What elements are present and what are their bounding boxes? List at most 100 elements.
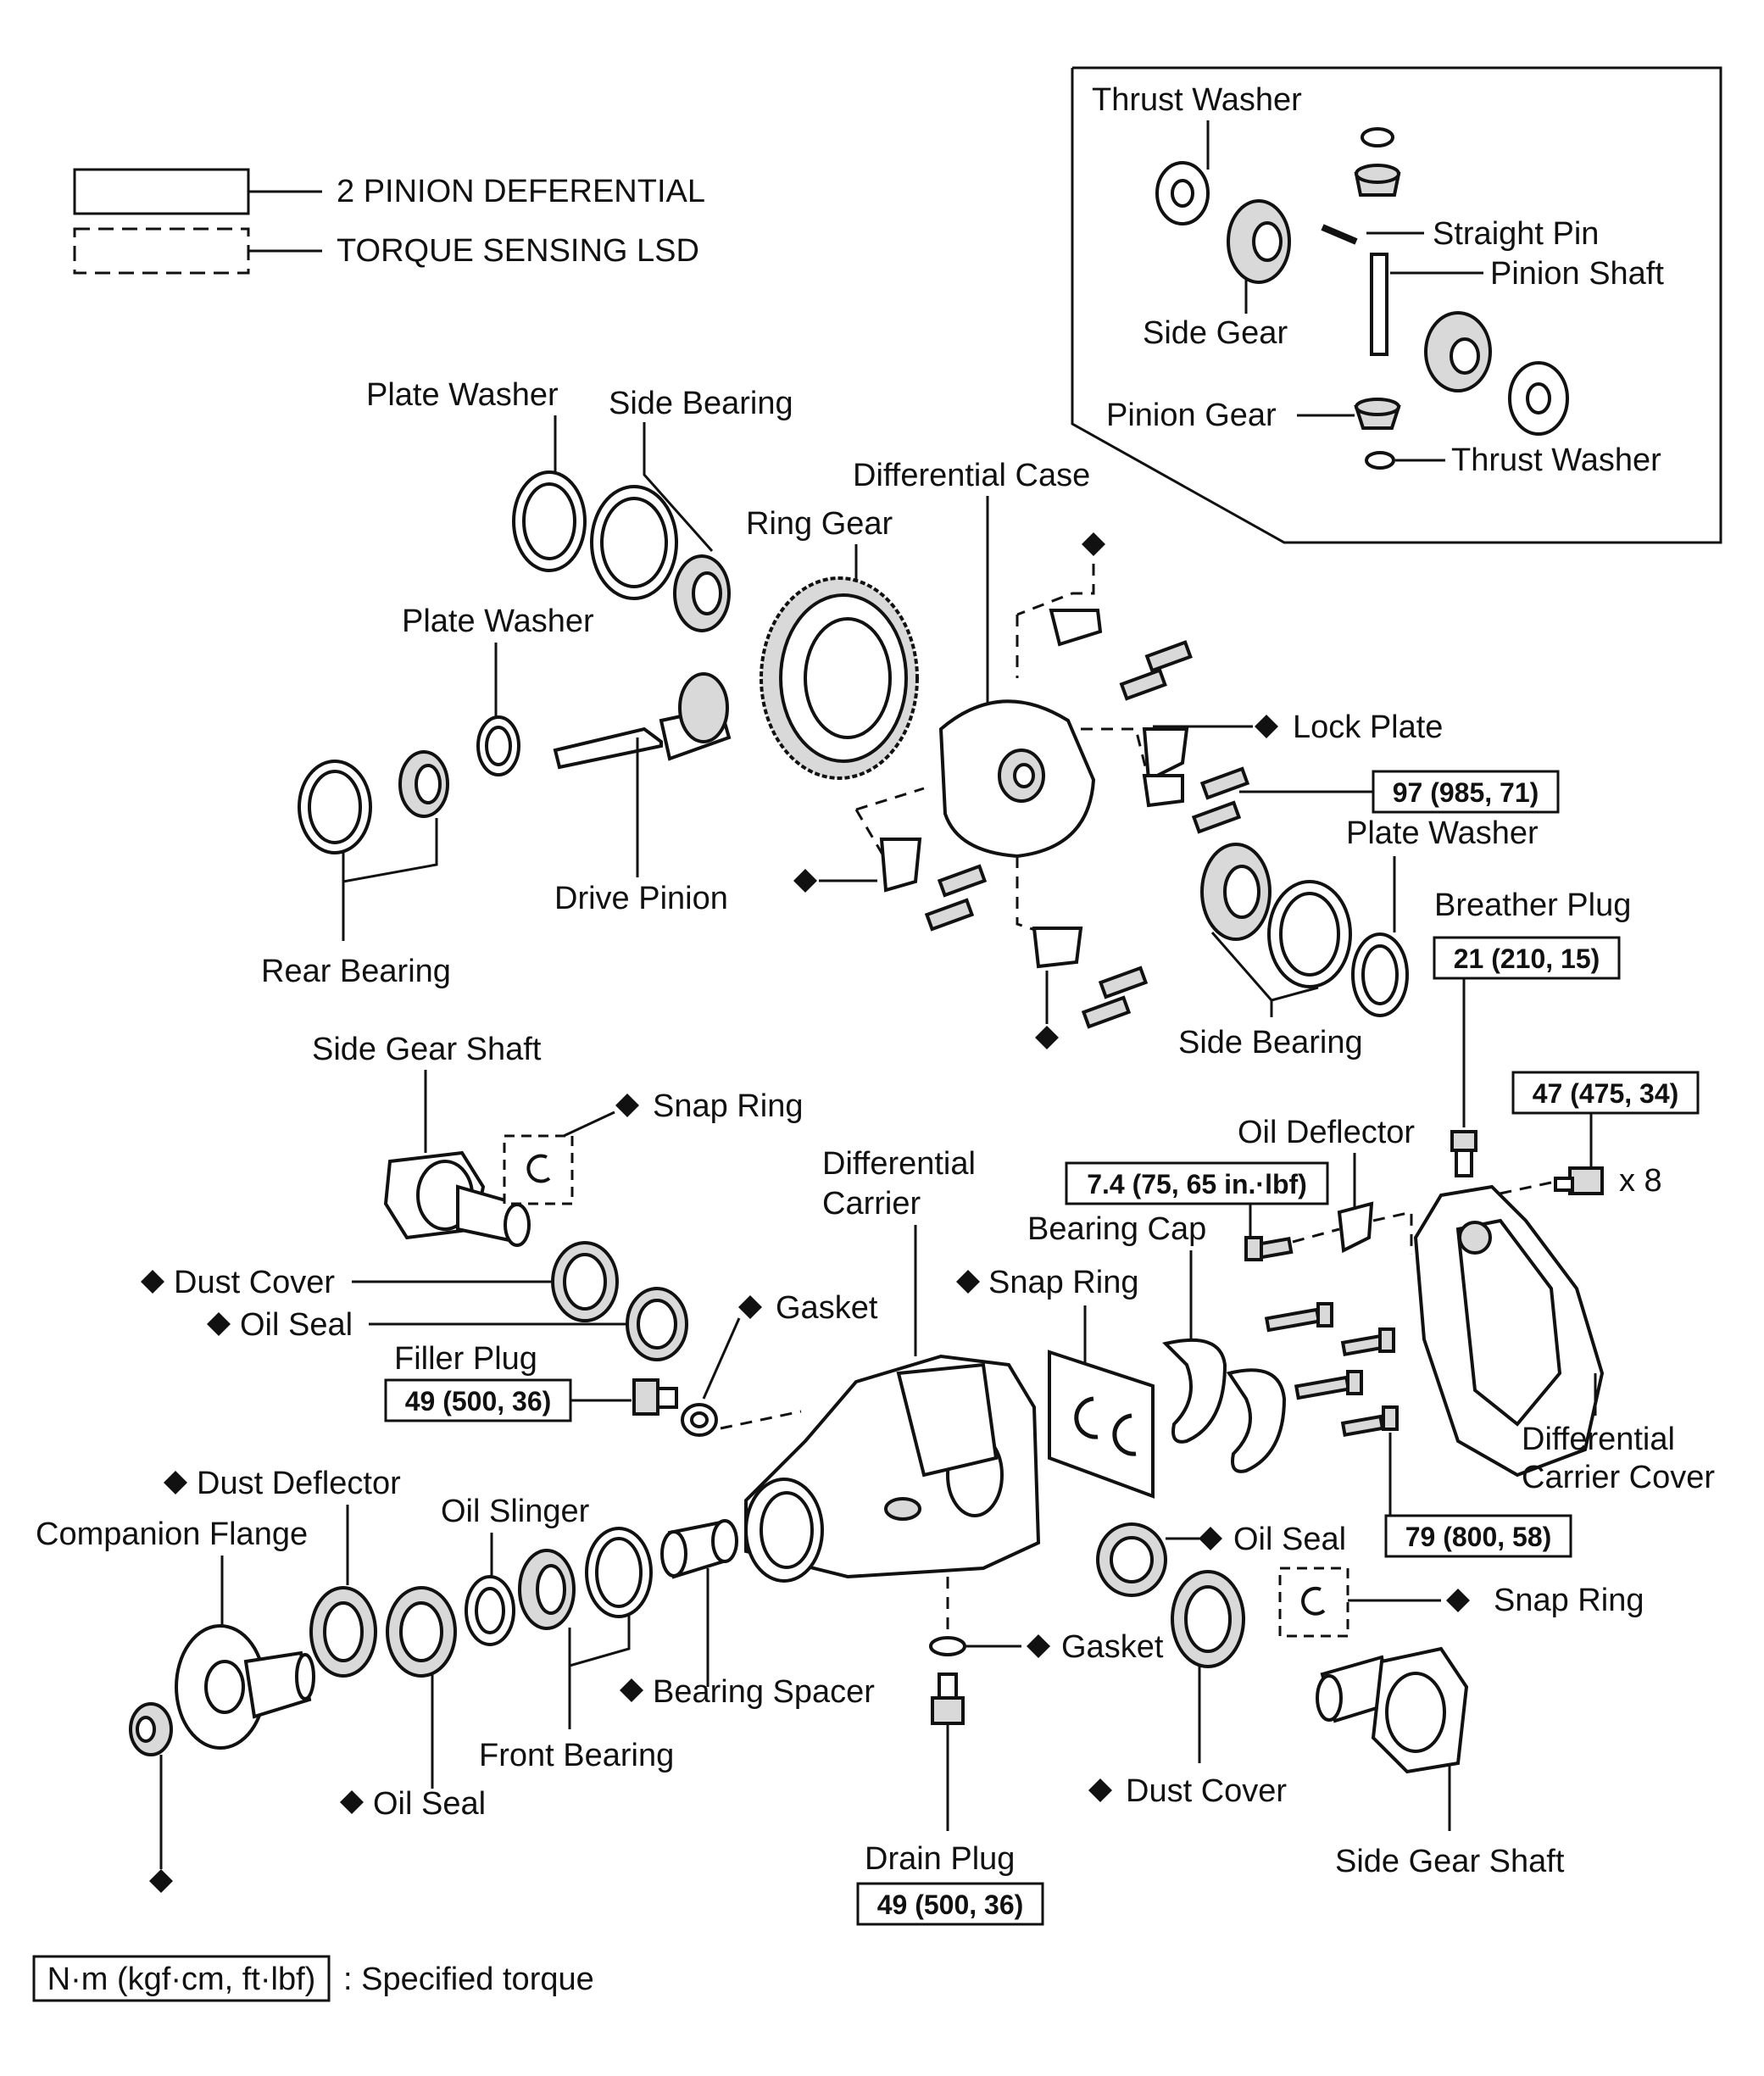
torque-box-breather-plug xyxy=(1433,936,1621,980)
bearing-cap-bolts xyxy=(1264,1302,1399,1438)
diamond-marker xyxy=(620,1678,643,1702)
gasket-1-label: Gasket xyxy=(776,1290,878,1326)
plate-washer-2-label: Plate Washer xyxy=(402,604,594,639)
oil-slinger-label: Oil Slinger xyxy=(441,1494,590,1529)
oil-seal-3 xyxy=(1096,1522,1167,1597)
cover-bolt-count: x 8 xyxy=(1619,1163,1662,1199)
bearing-cap-1 xyxy=(1162,1338,1227,1444)
diamond-marker xyxy=(141,1270,164,1294)
oil-seal-1 xyxy=(626,1287,688,1361)
plate-washer-1-label: Plate Washer xyxy=(366,377,559,413)
torque-filler-plug: 49 (500, 36) xyxy=(405,1386,552,1416)
inset-straight-pin-label: Straight Pin xyxy=(1433,216,1599,252)
inset-pinion-gear-top xyxy=(1354,164,1401,197)
dust-cover-1 xyxy=(551,1241,619,1322)
front-bearing-race xyxy=(585,1527,653,1618)
differential-carrier-label-1: Differential xyxy=(822,1146,976,1182)
side-bearing-1-race xyxy=(590,485,678,600)
bearing-cap-label: Bearing Cap xyxy=(1027,1211,1206,1247)
diamond-marker xyxy=(164,1471,187,1494)
snap-ring-2-label: Snap Ring xyxy=(988,1265,1138,1300)
lock-plate-label: Lock Plate xyxy=(1293,710,1443,745)
snap-ring-3 xyxy=(1301,1586,1326,1616)
legend: 2 PINION DEFERENTIAL TORQUE SENSING LSD xyxy=(73,168,705,275)
snap-ring-1-label: Snap Ring xyxy=(653,1088,803,1124)
inset-straight-pin xyxy=(1321,224,1358,245)
diamond-marker xyxy=(340,1790,364,1814)
diamond-marker xyxy=(207,1312,231,1336)
cover-bolt xyxy=(1554,1166,1604,1195)
plate-washer-3 xyxy=(1351,932,1409,1017)
rear-bearing-cone xyxy=(398,750,449,818)
inset-pinion-shaft-label: Pinion Shaft xyxy=(1490,256,1664,292)
diamond-marker xyxy=(1199,1527,1222,1550)
dust-cover-2-label: Dust Cover xyxy=(1126,1773,1287,1809)
lock-plate-assembly xyxy=(854,564,1250,1029)
diamond-marker xyxy=(1255,715,1278,738)
dust-deflector-label: Dust Deflector xyxy=(197,1466,401,1501)
oil-deflector xyxy=(1337,1201,1374,1254)
dust-deflector xyxy=(309,1586,377,1678)
torque-lock-plate: 97 (985, 71) xyxy=(1393,777,1539,808)
inset-thrust-washer-bottom xyxy=(1365,451,1395,470)
inset-thrust-washer-top xyxy=(1155,161,1210,225)
legend-solid-box xyxy=(73,168,250,215)
inset-pinion-gear-label: Pinion Gear xyxy=(1106,398,1277,433)
gasket-2-label: Gasket xyxy=(1061,1629,1164,1665)
legend-dashed-label: TORQUE SENSING LSD xyxy=(337,233,699,269)
oil-seal-2-label: Oil Seal xyxy=(373,1786,486,1822)
side-gear-shaft-1 xyxy=(383,1150,531,1247)
rear-bearing-race xyxy=(298,760,372,854)
filler-plug xyxy=(632,1378,678,1416)
snap-ring-1 xyxy=(526,1154,551,1183)
companion-flange xyxy=(175,1624,315,1750)
gasket-2 xyxy=(929,1636,966,1656)
diamond-marker xyxy=(956,1270,980,1294)
dust-cover-2 xyxy=(1171,1570,1245,1668)
side-bearing-1-cone xyxy=(673,554,731,632)
filler-plug-label: Filler Plug xyxy=(394,1341,537,1377)
inset-side-gear xyxy=(1227,199,1291,284)
breather-plug xyxy=(1450,1130,1477,1177)
oil-slinger xyxy=(465,1575,515,1646)
oil-deflector-label: Oil Deflector xyxy=(1238,1115,1415,1150)
diamond-marker xyxy=(1088,1778,1112,1802)
inset-thrust-washer-right xyxy=(1508,361,1569,436)
oil-deflector-bolt xyxy=(1244,1236,1294,1261)
inset-side-gear-right xyxy=(1424,311,1492,392)
dust-cover-1-label: Dust Cover xyxy=(174,1265,335,1300)
drive-pinion-label: Drive Pinion xyxy=(554,881,728,916)
carrier-cover-label-2: Carrier Cover xyxy=(1522,1460,1715,1495)
snap-ring-3-lsd-box xyxy=(1278,1567,1349,1638)
differential-case xyxy=(938,699,1096,859)
front-bearing-cone xyxy=(518,1549,576,1630)
diamond-marker xyxy=(1082,532,1105,556)
diamond-marker xyxy=(738,1295,762,1319)
snap-ring-1-lsd-box xyxy=(503,1134,574,1205)
side-bearing-1-label: Side Bearing xyxy=(609,386,793,421)
torque-cover-bolt: 47 (475, 34) xyxy=(1533,1078,1679,1109)
differential-carrier xyxy=(744,1354,1041,1583)
legend-dashed-box xyxy=(73,227,250,275)
bearing-spacer xyxy=(660,1519,738,1579)
companion-flange-nut xyxy=(129,1702,173,1756)
torque-oil-deflector: 7.4 (75, 65 in.·lbf) xyxy=(1087,1169,1307,1199)
inset-thrust-washer-bottom-label: Thrust Washer xyxy=(1451,442,1661,478)
rear-bearing-label: Rear Bearing xyxy=(261,954,451,989)
drive-pinion xyxy=(553,672,732,770)
side-bearing-2-race xyxy=(1267,880,1352,988)
torque-caption: : Specified torque xyxy=(343,1962,594,1997)
side-bearing-2-cone xyxy=(1200,843,1272,941)
torque-drain-plug: 49 (500, 36) xyxy=(877,1890,1024,1920)
differential-carrier-label-2: Carrier xyxy=(822,1186,921,1222)
diamond-marker xyxy=(149,1869,173,1893)
side-gear-shaft-1-label: Side Gear Shaft xyxy=(312,1032,542,1067)
differential-case-label: Differential Case xyxy=(853,458,1090,493)
breather-plug-label: Breather Plug xyxy=(1434,888,1631,923)
oil-seal-1-label: Oil Seal xyxy=(240,1307,353,1343)
plate-washer-3-label: Plate Washer xyxy=(1346,815,1539,851)
drain-plug-label: Drain Plug xyxy=(865,1841,1015,1877)
side-gear-shaft-2 xyxy=(1316,1646,1469,1774)
diamond-marker xyxy=(1035,1026,1059,1049)
